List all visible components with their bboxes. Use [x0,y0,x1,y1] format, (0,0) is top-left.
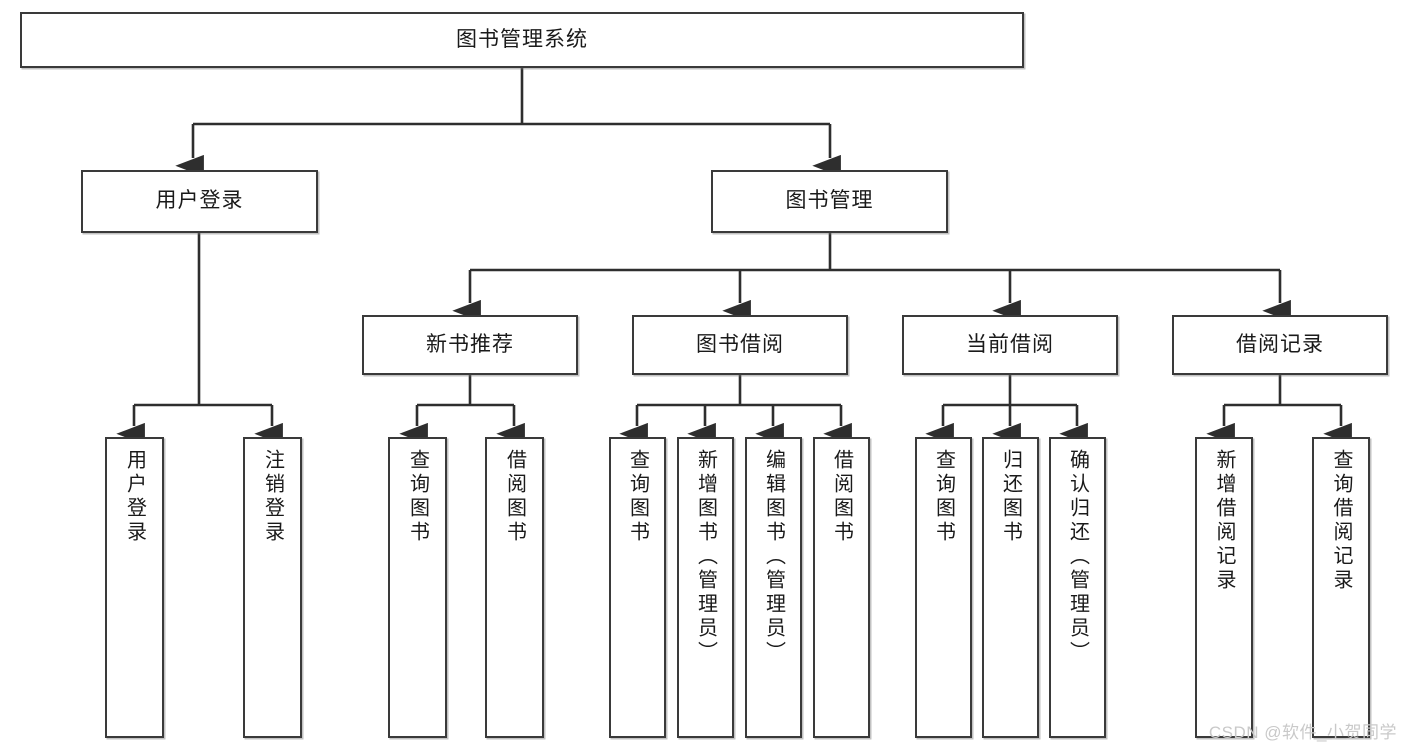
leaf-borrow-query-book[interactable]: 查询图书 [609,437,666,738]
leaf-new-book-query[interactable]: 查询图书 [388,437,447,738]
node-new-book-recommend[interactable]: 新书推荐 [362,315,578,375]
node-label: 查询图书 [626,449,649,545]
node-label: 图书借阅 [696,332,784,356]
node-book-management[interactable]: 图书管理 [711,170,948,233]
node-label: 编辑图书（管理员） [762,449,785,665]
node-label: 新增图书（管理员） [694,449,717,665]
node-label: 用户登录 [123,449,146,545]
leaf-borrow-edit-book-admin[interactable]: 编辑图书（管理员） [745,437,802,738]
node-borrow-record[interactable]: 借阅记录 [1172,315,1388,375]
node-label: 借阅图书 [503,449,526,545]
node-label: 图书管理系统 [456,27,588,51]
leaf-current-confirm-return-admin[interactable]: 确认归还（管理员） [1049,437,1106,738]
node-label: 新增借阅记录 [1213,449,1235,593]
node-label: 图书管理 [785,189,874,213]
leaf-current-return-book[interactable]: 归还图书 [982,437,1039,738]
node-label: 借阅记录 [1236,332,1324,356]
node-current-borrow[interactable]: 当前借阅 [902,315,1118,375]
node-root-system[interactable]: 图书管理系统 [20,12,1024,68]
node-label: 查询图书 [932,449,955,545]
node-label: 注销登录 [261,449,284,545]
leaf-new-book-borrow[interactable]: 借阅图书 [485,437,544,738]
leaf-borrow-borrow-book[interactable]: 借阅图书 [813,437,870,738]
leaf-borrow-add-book-admin[interactable]: 新增图书（管理员） [677,437,734,738]
node-label: 借阅图书 [830,449,853,545]
node-label: 查询借阅记录 [1330,449,1352,593]
leaf-record-query-record[interactable]: 查询借阅记录 [1312,437,1370,738]
node-label: 用户登录 [155,189,244,213]
node-user-login[interactable]: 用户登录 [81,170,318,233]
node-label: 当前借阅 [966,332,1054,356]
leaf-current-query-book[interactable]: 查询图书 [915,437,972,738]
leaf-user-login-login[interactable]: 用户登录 [105,437,164,738]
node-label: 归还图书 [999,449,1022,545]
node-book-borrow[interactable]: 图书借阅 [632,315,848,375]
leaf-user-login-logout[interactable]: 注销登录 [243,437,302,738]
node-label: 查询图书 [406,449,429,545]
leaf-record-add-record[interactable]: 新增借阅记录 [1195,437,1253,738]
node-label: 确认归还（管理员） [1066,449,1089,665]
node-label: 新书推荐 [426,332,514,356]
